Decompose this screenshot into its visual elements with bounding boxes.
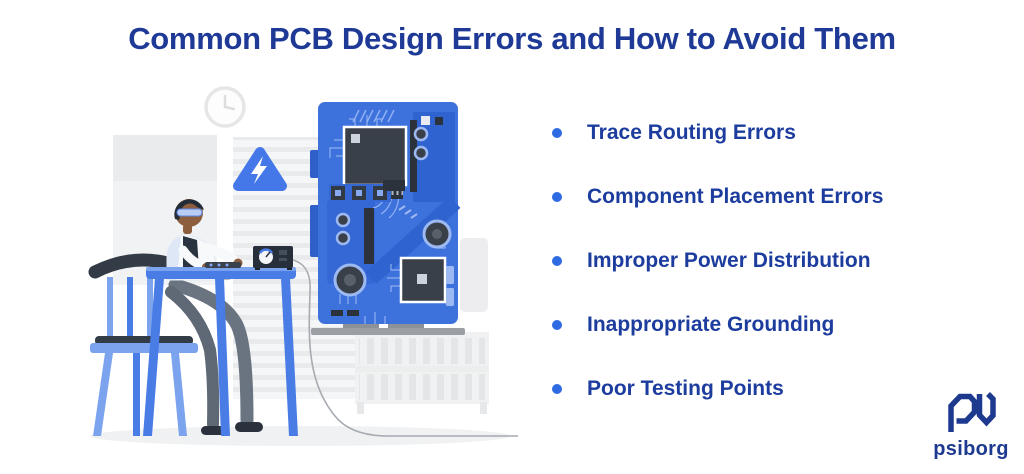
list-item-label: Component Placement Errors <box>587 185 884 208</box>
list-item-label: Improper Power Distribution <box>587 249 871 272</box>
list-item-label: Trace Routing Errors <box>587 121 796 144</box>
list-item: Improper Power Distribution <box>552 249 883 272</box>
capacitors <box>333 126 452 297</box>
illustration-canvas <box>88 86 518 446</box>
workpiece-board <box>205 262 241 268</box>
bullet-icon <box>552 256 562 266</box>
floor-shadow <box>90 426 510 446</box>
power-cable <box>292 259 518 437</box>
pcb-board <box>310 102 465 335</box>
psiborg-logo: psiborg <box>928 391 1014 461</box>
solder-dashes <box>398 205 418 219</box>
hair <box>174 199 204 220</box>
list-item: Poor Testing Points <box>552 377 883 400</box>
list-item: Component Placement Errors <box>552 185 884 208</box>
clock-icon <box>204 86 246 128</box>
psiborg-logo-text: psiborg <box>933 438 1009 460</box>
page-title: Common PCB Design Errors and How to Avoi… <box>128 21 896 56</box>
list-item-label: Poor Testing Points <box>587 377 784 400</box>
safety-glasses-icon <box>176 208 203 217</box>
desk <box>143 267 298 436</box>
hatch-marks <box>352 109 395 123</box>
list-item-label: Inappropriate Grounding <box>587 313 835 336</box>
warning-triangle-icon <box>233 147 287 191</box>
ic-chip-small <box>399 256 447 304</box>
wall-panel <box>460 238 488 312</box>
bullet-icon <box>552 192 562 202</box>
bullet-icon <box>552 128 562 138</box>
bullet-icon <box>552 320 562 330</box>
shelf <box>355 332 489 414</box>
shoe <box>201 426 225 435</box>
pcb-work-illustration <box>55 80 545 465</box>
shoe <box>235 422 263 432</box>
list-item: Inappropriate Grounding <box>552 313 883 336</box>
soldering-station <box>253 246 293 270</box>
list-item: Trace Routing Errors <box>552 121 883 144</box>
small-chips <box>331 186 387 200</box>
bullet-icon <box>552 384 562 394</box>
error-list: Trace Routing Errors Component Placement… <box>552 121 884 442</box>
psiborg-logo-mark <box>948 392 996 432</box>
